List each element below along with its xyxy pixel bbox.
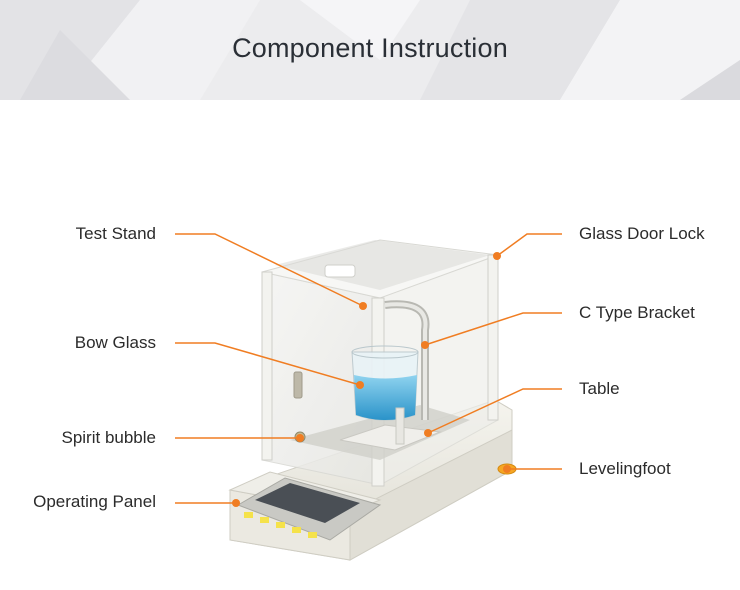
header-pattern: [0, 0, 740, 100]
panel-button[interactable]: [308, 532, 317, 538]
callout-glass-door-lock: Glass Door Lock: [579, 224, 705, 243]
water: [354, 375, 417, 420]
leader-lines: [175, 233, 562, 504]
c-type-bracket: [384, 300, 430, 420]
callout-spirit-bubble: Spirit bubble: [61, 428, 156, 447]
callout-leveling-foot: Levelingfoot: [579, 459, 671, 478]
panel-button[interactable]: [260, 517, 269, 523]
header-banner: Component Instruction: [0, 0, 740, 100]
callout-test-stand: Test Stand: [75, 224, 156, 243]
table-stand: [339, 407, 442, 451]
callout-c-type-bracket: C Type Bracket: [579, 303, 695, 322]
glass-cabinet: [261, 239, 499, 487]
panel-button[interactable]: [244, 512, 253, 518]
leader-dots: [232, 252, 511, 507]
callout-bow-glass: Bow Glass: [74, 333, 156, 352]
page-title: Component Instruction: [232, 33, 508, 63]
operating-panel: [228, 471, 382, 541]
panel-button[interactable]: [292, 527, 301, 533]
panel-button[interactable]: [276, 522, 285, 528]
callout-operating-panel: Operating Panel: [33, 492, 156, 511]
callout-table: Table: [579, 379, 620, 398]
